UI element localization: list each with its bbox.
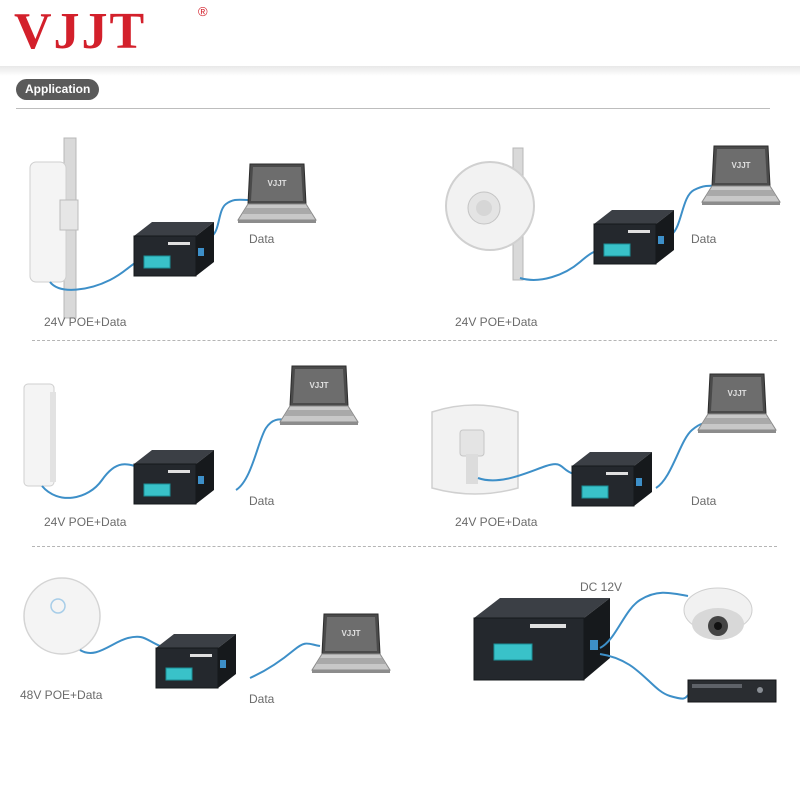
laptop-2 <box>701 145 781 206</box>
poe-injector-4 <box>571 451 653 507</box>
cable-1b <box>211 198 251 237</box>
label-data-5: Data <box>249 692 275 706</box>
section-title: Application <box>16 79 100 100</box>
laptop-4 <box>697 373 777 434</box>
poe-injector-1 <box>133 221 215 277</box>
brand-logo: VJJT <box>14 3 147 60</box>
scenario-3 <box>23 365 359 505</box>
cable-5a <box>79 635 161 654</box>
outdoor-cpe-1 <box>29 161 79 283</box>
label-48v-poe-data: 48V POE+Data <box>20 688 103 702</box>
label-24v-poe-data-1: 24V POE+Data <box>44 315 127 329</box>
cable-3a <box>41 463 147 499</box>
scenario-5 <box>23 577 391 689</box>
dome-camera <box>683 587 753 640</box>
ceiling-access-point <box>23 577 101 655</box>
poe-injector-3 <box>133 449 215 505</box>
label-data-1: Data <box>249 232 275 246</box>
label-data-3: Data <box>249 494 275 508</box>
nvr-recorder <box>687 679 777 703</box>
laptop-1 <box>237 163 317 224</box>
laptop-5 <box>311 613 391 674</box>
cable-5b <box>249 642 321 679</box>
label-dc-12v: DC 12V <box>580 580 623 594</box>
label-24v-poe-data-3: 24V POE+Data <box>44 515 127 529</box>
dish-antenna <box>445 161 535 251</box>
scenario-2 <box>445 145 781 281</box>
label-data-4: Data <box>691 494 717 508</box>
cable-2a <box>519 249 606 281</box>
laptop-3 <box>279 365 359 426</box>
poe-injector-2 <box>593 209 675 265</box>
litebeam-antenna <box>431 404 519 495</box>
cable-6a <box>599 591 689 649</box>
label-data-2: Data <box>691 232 717 246</box>
poe-injector-large <box>473 598 610 681</box>
label-24v-poe-data-4: 24V POE+Data <box>455 515 538 529</box>
row-divider-2 <box>32 546 777 547</box>
sector-antenna <box>23 383 56 487</box>
cable-3b <box>235 418 293 491</box>
scenario-4 <box>431 373 777 507</box>
scenario-1 <box>29 137 317 319</box>
cable-6b <box>599 653 691 700</box>
scenario-6 <box>473 587 777 703</box>
registered-mark: ® <box>198 4 208 19</box>
poe-injector-5 <box>155 633 237 689</box>
section-underline <box>16 108 770 109</box>
row-divider-1 <box>32 340 777 341</box>
header-band <box>0 66 800 76</box>
cable-4a <box>477 463 575 482</box>
label-24v-poe-data-2: 24V POE+Data <box>455 315 538 329</box>
